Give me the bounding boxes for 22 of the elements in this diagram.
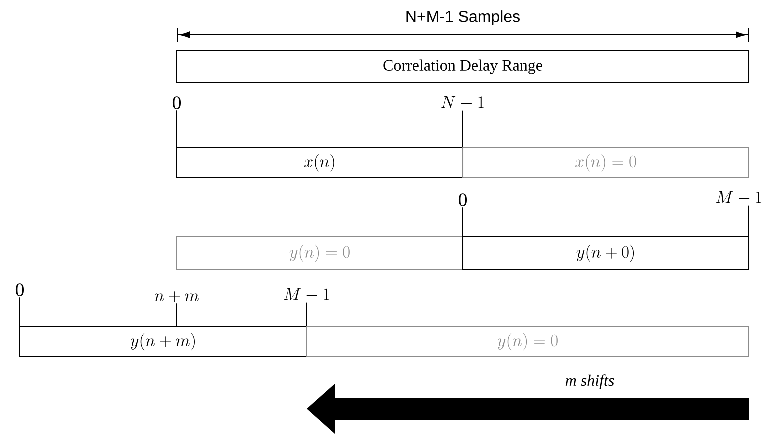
signal-box: $x(n) = 0$ (462, 148, 750, 178)
tick-mark (306, 302, 308, 327)
index-label: 0 (172, 96, 182, 110)
signal-box: $x(n)$ (176, 148, 464, 178)
dimension-label: N+M-1 Samples (406, 10, 520, 26)
tick-mark (748, 205, 750, 237)
tick-mark (176, 303, 178, 327)
tick-mark (462, 207, 464, 237)
index-label: $M - 1$ (284, 288, 330, 300)
index-label: $N - 1$ (442, 96, 484, 108)
range-box: Correlation Delay Range (176, 50, 750, 84)
index-label: 0 (16, 284, 24, 296)
tick-mark (462, 110, 464, 148)
index-label: $M - 1$ (716, 191, 762, 204)
signal-box: $y(n + 0)$ (462, 236, 750, 270)
index-label: 0 (458, 194, 468, 206)
index-label: $n + m$ (154, 292, 199, 302)
signal-box: $y(n) = 0$ (176, 236, 464, 270)
signal-box: $y(n) = 0$ (306, 326, 750, 358)
signal-box: $y(n + m)$ (20, 326, 308, 358)
tick-mark (176, 110, 178, 148)
shift-label: m shifts (566, 374, 614, 390)
